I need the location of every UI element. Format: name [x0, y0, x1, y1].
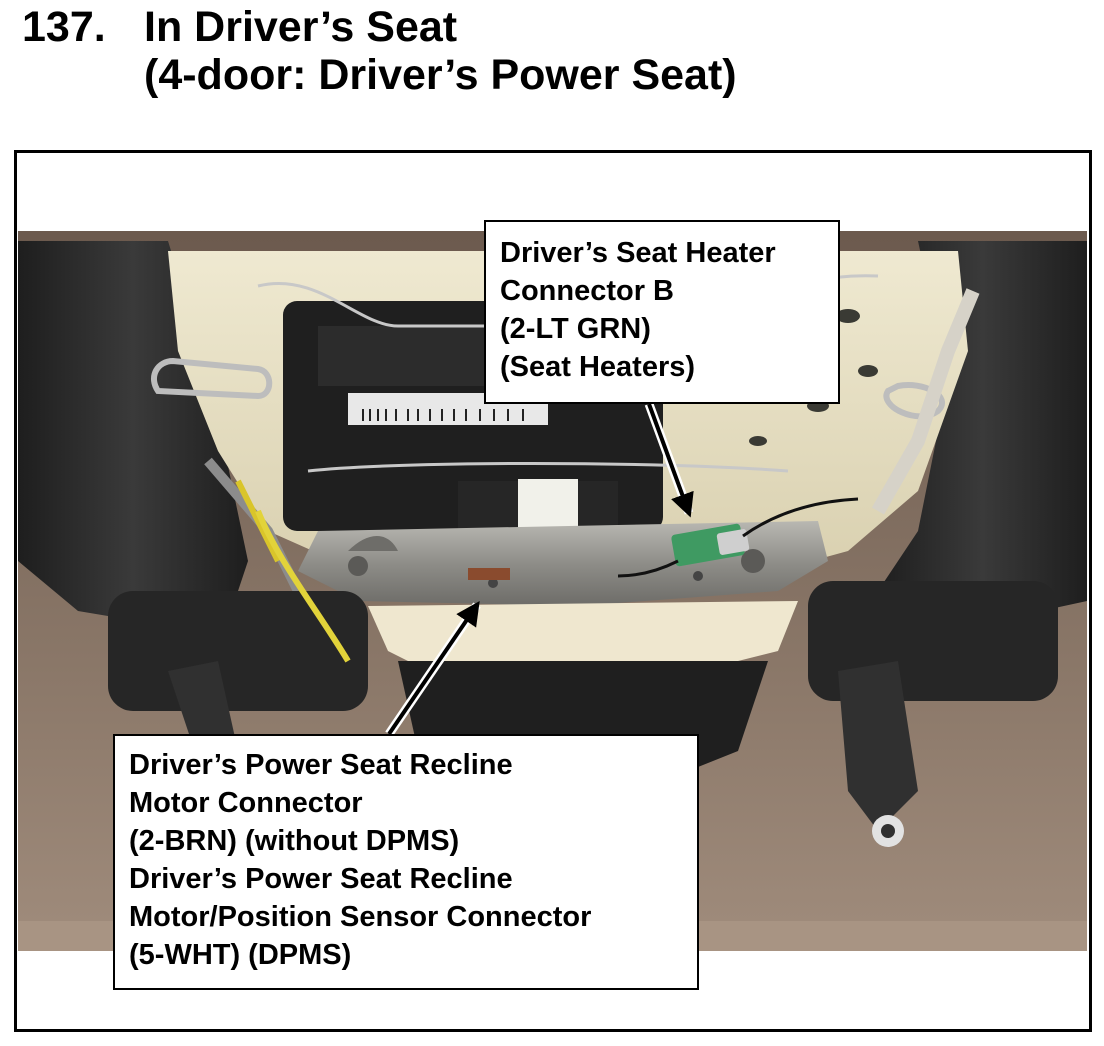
seat-heater-connector — [617, 497, 859, 578]
callout-line: Driver’s Seat Heater — [500, 237, 776, 269]
callout-line: Motor Connector — [129, 787, 363, 819]
callout-line: Motor/Position Sensor Connector — [129, 901, 592, 933]
title-line-1: In Driver’s Seat — [144, 3, 458, 51]
section-number: 137. — [22, 3, 106, 51]
figure-frame: Driver’s Seat Heater Connector B (2-LT G… — [14, 150, 1092, 1032]
callout-line: (Seat Heaters) — [500, 351, 696, 383]
callout-line: Driver’s Power Seat Recline — [129, 863, 513, 895]
callout-line: (2-LT GRN) — [500, 313, 651, 345]
callout-line: (5-WHT) (DPMS) — [129, 939, 352, 971]
right-bolster — [878, 241, 1087, 631]
callout-line: Connector B — [500, 275, 674, 307]
title-line-2: (4-door: Driver’s Power Seat) — [144, 51, 737, 99]
callout-line: (2-BRN) (without DPMS) — [129, 825, 460, 857]
callout-line: Driver’s Power Seat Recline — [129, 749, 513, 781]
recline-motor-callout: Driver’s Power Seat Recline Motor Connec… — [113, 734, 699, 990]
seat-heater-callout: Driver’s Seat Heater Connector B (2-LT G… — [484, 220, 840, 404]
recline-motor-connector — [468, 568, 510, 580]
